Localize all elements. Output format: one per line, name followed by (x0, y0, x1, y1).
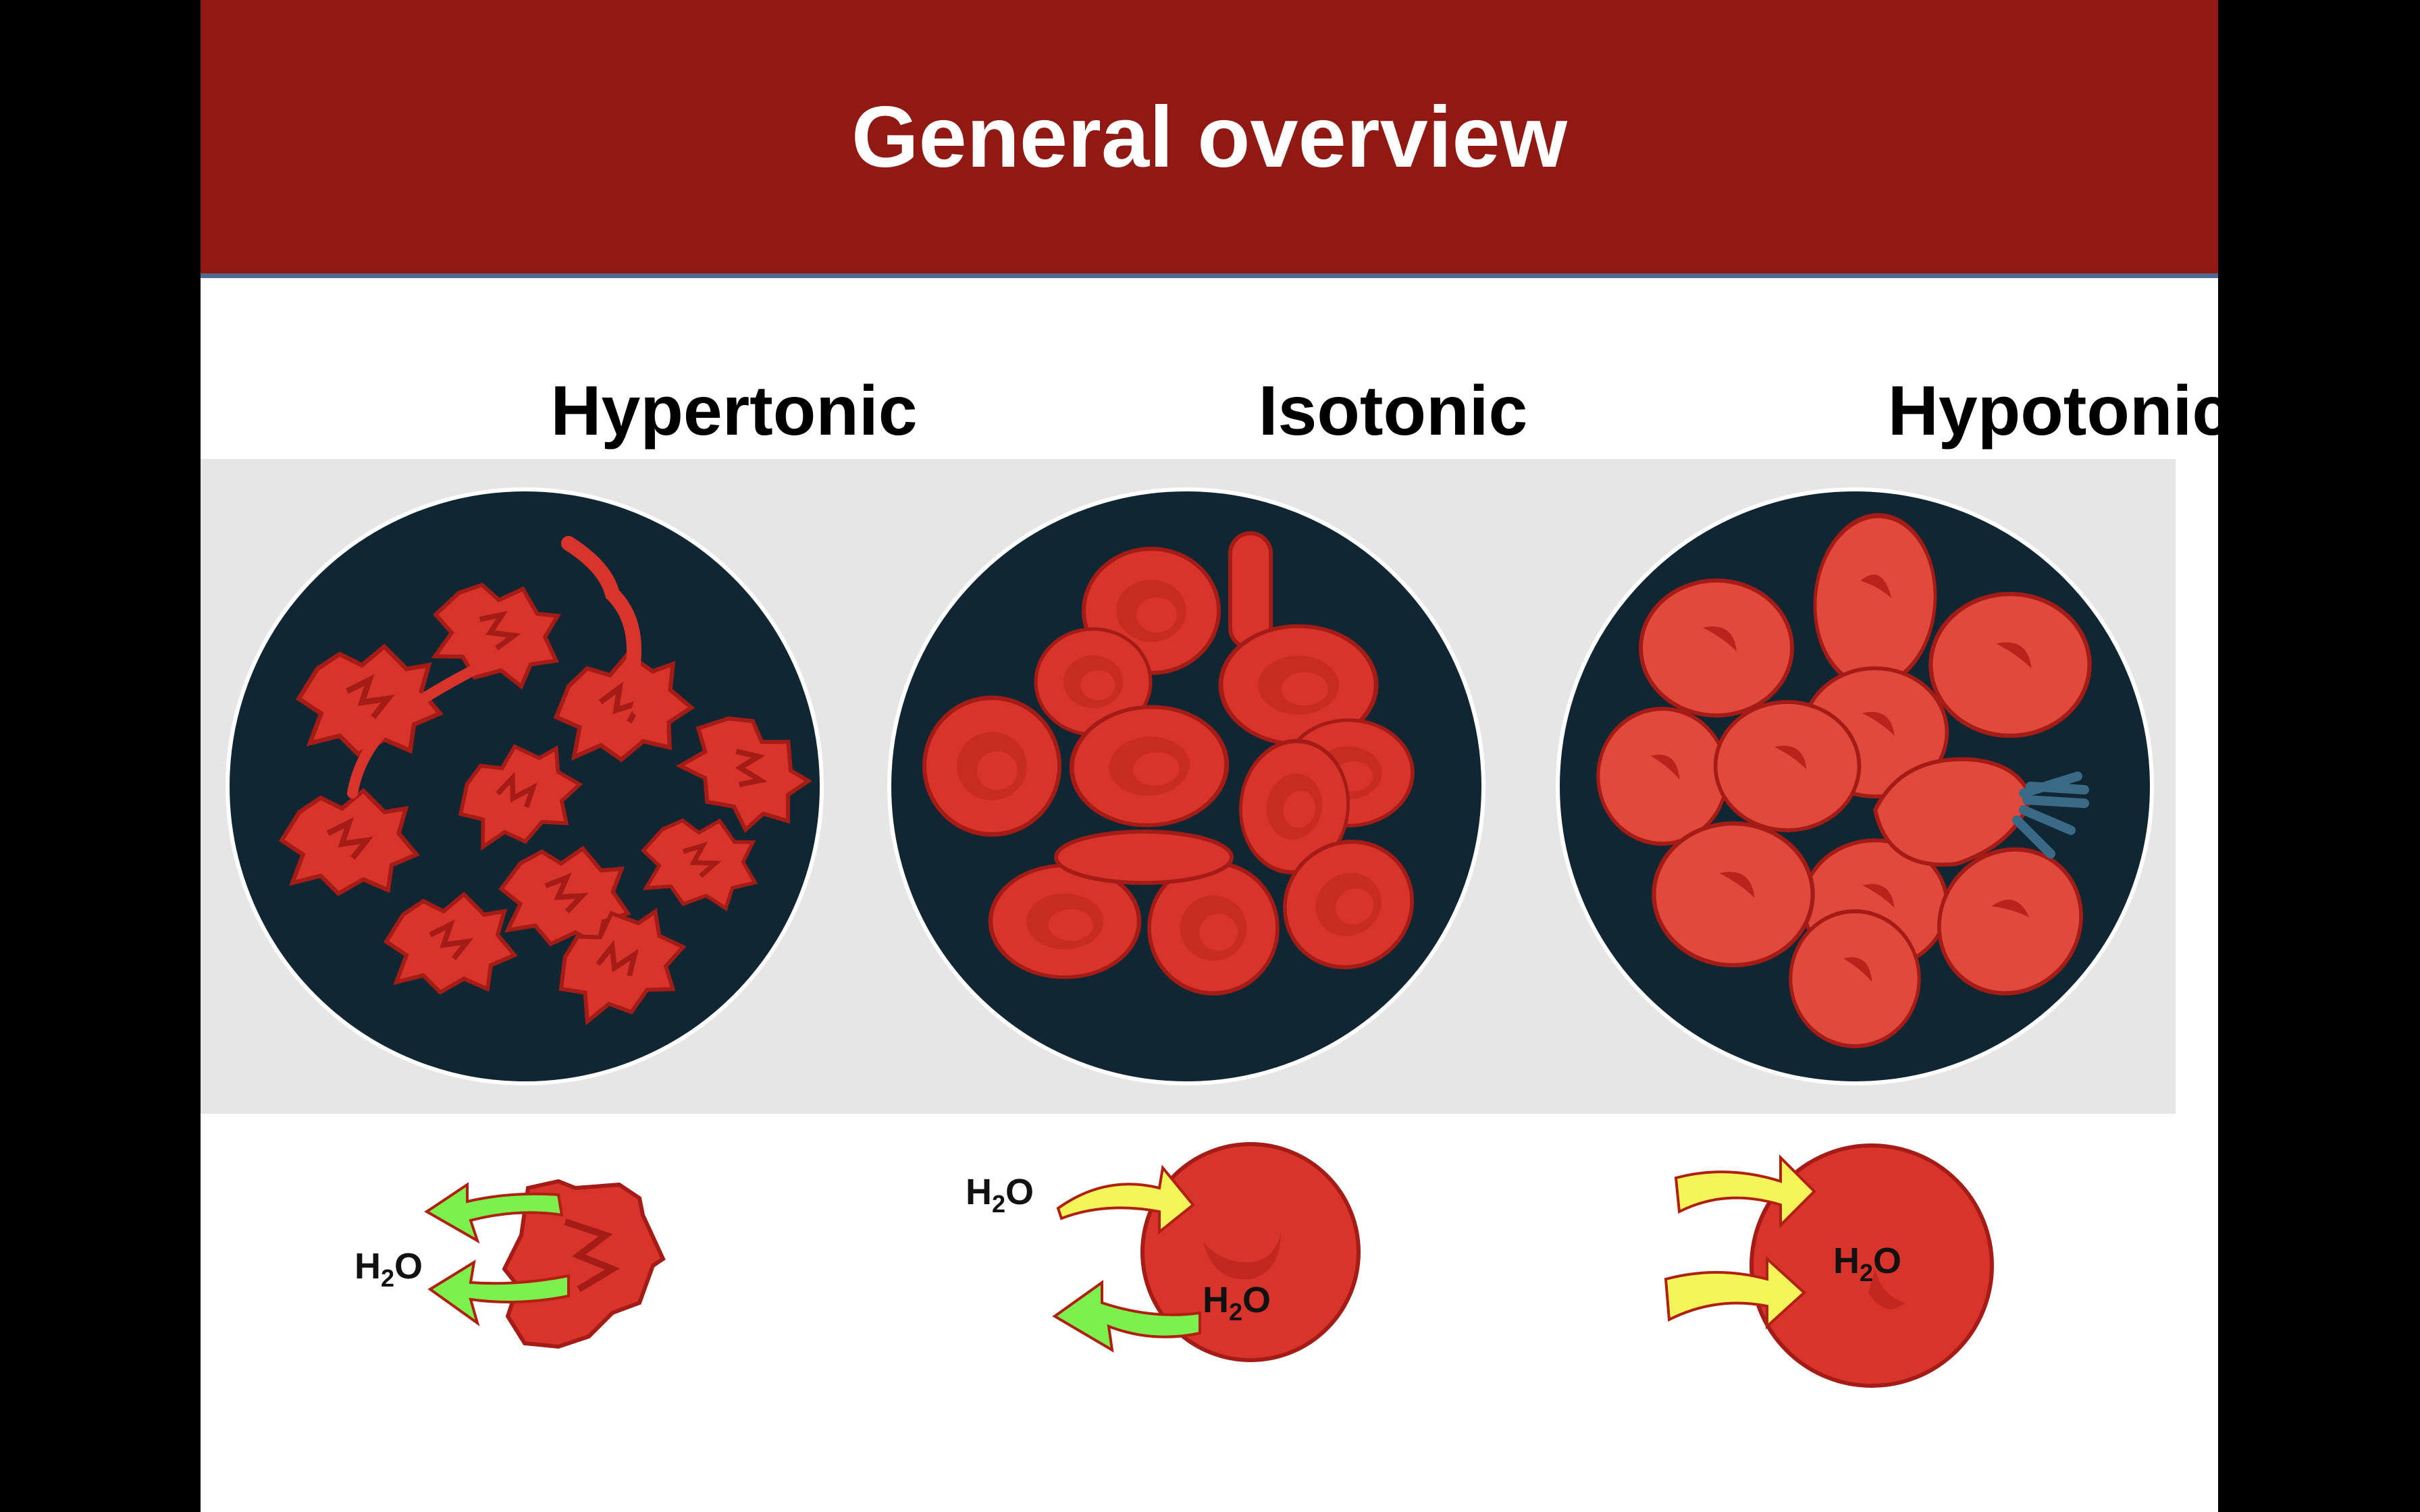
swollen-cell (1791, 911, 1919, 1046)
hypotonic-diagram (1666, 1145, 1992, 1386)
h2o-label-hypotonic: H2O (1833, 1240, 1901, 1287)
h2o-label-isotonic-out: H2O (1203, 1279, 1271, 1326)
swollen-cell (1598, 709, 1727, 844)
swollen-cell (1641, 580, 1792, 716)
hypertonic-circle (228, 489, 827, 1083)
swollen-cell (1716, 702, 1860, 830)
swollen-cell (1654, 824, 1812, 965)
normal-cell (924, 698, 1059, 834)
hypotonic-circle (1558, 489, 2152, 1083)
h2o-label-hypertonic: H2O (354, 1245, 423, 1293)
isotonic-circle (889, 489, 1483, 1083)
hypertonic-diagram (427, 1181, 663, 1347)
isotonic-diagram (1055, 1144, 1359, 1360)
swollen-cell (1930, 594, 2089, 736)
h2o-label-isotonic-in: H2O (966, 1171, 1034, 1218)
slide: General overview Hypertonic Isotonic Hyp… (201, 0, 2218, 1512)
